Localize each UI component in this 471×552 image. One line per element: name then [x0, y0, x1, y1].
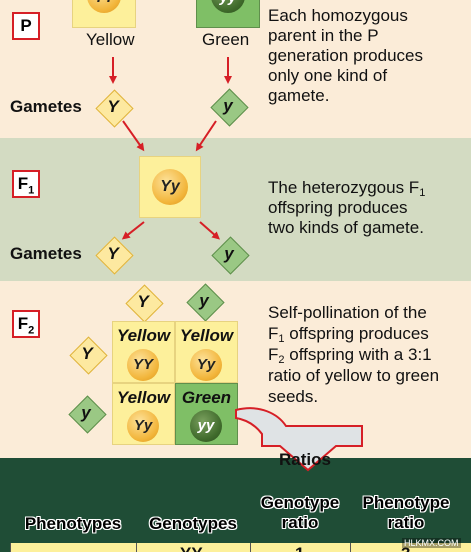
f2-description-text: F: [268, 324, 279, 343]
f2-description-line: seeds.: [268, 387, 319, 406]
p-description-line: only one kind of: [268, 66, 388, 85]
f1-gamete-green-text: y: [224, 244, 234, 263]
f1-gamete-yellow-text: Y: [107, 244, 119, 263]
watermark: HLKMX.COM: [402, 538, 461, 548]
f2-row-gamete-yellow-text: Y: [81, 344, 93, 363]
table-row-genotype-ratio-cell: [250, 543, 351, 552]
f2-row-gamete-green-text: y: [81, 403, 91, 422]
f2-description-text: F: [268, 345, 279, 364]
f1-offspring-square: Yy: [139, 156, 201, 218]
f2-description-line: ratio of yellow to green: [268, 366, 440, 385]
header-genotype-ratio-line: Genotype: [260, 493, 340, 512]
f2-generation-label: F2: [12, 310, 40, 338]
f1-description: The heterozygous F1 offspring produces t…: [268, 178, 425, 238]
punnett-cell-genotype: YY: [132, 356, 153, 373]
p-generation-label: P: [12, 12, 40, 40]
f2-description-subscript: 2: [278, 354, 285, 366]
p-gamete-yellow-text: Y: [107, 97, 119, 116]
table-phenotype-ratio-value: 3: [401, 543, 410, 552]
f2-description-line: F1 offspring produces: [268, 323, 439, 345]
f1-description-subscript: 1: [419, 187, 426, 199]
p-description-line: generation produces: [268, 46, 424, 65]
table-genotype-value: YY: [180, 543, 203, 552]
f2-label-text: F: [17, 314, 29, 333]
ratios-arrow: [235, 407, 363, 472]
punnett-cell-Yy-bottom: Yellow Yy: [112, 383, 175, 445]
p-gametes-label: Gametes: [10, 97, 82, 116]
parent-yellow-pea: YY: [87, 0, 121, 13]
p-description: Each homozygous parent in the P generati…: [268, 6, 423, 106]
f2-description-subscript: 1: [278, 333, 285, 345]
parent-yellow-square: YY: [72, 0, 136, 28]
table-row-phenotype-ratio-cell: [350, 543, 471, 552]
f2-col-gamete-yellow-text: Y: [137, 292, 149, 311]
f1-generation-label: F1: [12, 170, 40, 198]
parent-green-square: yy: [196, 0, 260, 28]
f2-description: Self-pollination of the F1 offspring pro…: [268, 302, 439, 407]
punnett-cell-phenotype: Yellow: [179, 326, 234, 345]
arrow-gamete-Y-to-f1: [122, 120, 145, 152]
header-genotypes: Genotypes: [149, 514, 237, 533]
parent-green-pea: yy: [211, 0, 245, 13]
punnett-cell-genotype: yy: [197, 417, 215, 434]
header-phenotype-ratio-line: Phenotype: [362, 493, 450, 512]
arrow-gamete-y-to-f1: [195, 120, 217, 152]
f2-description-line: F2 offspring with a 3:1: [268, 344, 439, 366]
header-genotype-ratio-line: ratio: [281, 513, 319, 532]
f2-col-gamete-green-text: y: [199, 291, 209, 310]
f1-label-subscript: 1: [28, 184, 35, 197]
p-description-line: parent in the P: [268, 26, 379, 45]
arrow-f1-to-gamete-Y: [121, 221, 145, 240]
p-description-line: gamete.: [268, 86, 330, 105]
f2-description-text: offspring with a 3:1: [284, 345, 432, 364]
f1-label-text: F: [17, 174, 29, 193]
punnett-cell-yy: Green yy: [175, 383, 238, 445]
f2-label-subscript: 2: [28, 324, 35, 337]
punnett-cell-phenotype: Yellow: [116, 388, 171, 407]
parent-yellow-genotype: YY: [94, 0, 114, 6]
p-description-line: Each homozygous: [268, 6, 408, 25]
header-phenotype-ratio: Phenotype ratio: [352, 493, 460, 533]
parent-green-phenotype: Green: [202, 30, 250, 49]
table-row-phenotype-cell: [10, 543, 137, 552]
ratios-label: Ratios: [279, 450, 331, 469]
table-row-genotype-cell: [136, 543, 251, 552]
parent-green-genotype: yy: [220, 0, 237, 6]
p-gamete-green-text: y: [223, 96, 233, 115]
punnett-pea-green: yy: [190, 410, 222, 442]
punnett-pea-yellow: YY: [127, 349, 159, 381]
punnett-cell-genotype: Yy: [133, 417, 153, 434]
ratio-table-band: [0, 458, 471, 552]
punnett-cell-phenotype: Green: [181, 388, 232, 407]
punnett-pea-yellow: Yy: [127, 410, 159, 442]
f2-description-line: Self-pollination of the: [268, 303, 427, 322]
punnett-cell-YY: Yellow YY: [112, 321, 175, 383]
f1-description-line: offspring produces: [268, 198, 408, 217]
punnett-pea-yellow: Yy: [190, 349, 222, 381]
f1-description-line: The heterozygous F1: [268, 178, 426, 199]
f2-description-text: offspring produces: [284, 324, 429, 343]
header-phenotype-ratio-line: ratio: [387, 513, 425, 532]
arrow-f1-to-gamete-y: [199, 221, 220, 240]
header-genotype-ratio: Genotype ratio: [252, 493, 348, 533]
punnett-cell-Yy-top: Yellow Yy: [175, 321, 238, 383]
punnett-cell-phenotype: Yellow: [116, 326, 171, 345]
header-phenotypes: Phenotypes: [24, 514, 122, 533]
punnett-cell-genotype: Yy: [196, 356, 216, 373]
f1-offspring-genotype: Yy: [160, 178, 180, 195]
p-label-text: P: [20, 16, 32, 35]
f1-description-line: two kinds of gamete.: [268, 218, 424, 237]
f1-gametes-label: Gametes: [10, 244, 82, 263]
parent-yellow-phenotype: Yellow: [86, 30, 135, 49]
table-genotype-ratio-value: 1: [295, 543, 304, 552]
f1-offspring-pea: Yy: [152, 169, 188, 205]
f1-description-text: The heterozygous F: [268, 178, 420, 197]
